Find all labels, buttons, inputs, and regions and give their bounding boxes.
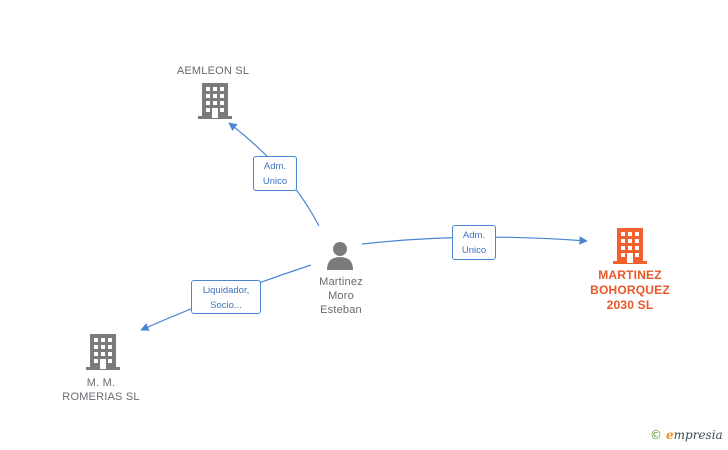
company-label-aemleon[interactable]: AEMLEON SL — [176, 65, 250, 77]
company-label-mmromerias[interactable]: M. M. ROMERIAS SL — [62, 377, 140, 403]
edge-label-to-mmromerias[interactable]: Liquidador, Socio... — [191, 280, 261, 314]
company-label-martinez-bohorquez[interactable]: MARTINEZ BOHORQUEZ 2030 SL — [590, 268, 670, 312]
building-icon[interactable] — [613, 228, 647, 264]
building-icon[interactable] — [198, 83, 232, 119]
edge-label-to-martinez-bohorquez[interactable]: Adm. Unico — [452, 225, 496, 260]
building-icon[interactable] — [86, 334, 120, 370]
brand-logo: ©empresia — [650, 428, 723, 442]
copyright-icon: © — [650, 428, 662, 442]
person-label[interactable]: Martinez Moro Esteban — [319, 276, 363, 316]
person-icon[interactable] — [325, 240, 355, 270]
edge-label-to-aemleon[interactable]: Adm. Unico — [253, 156, 297, 191]
